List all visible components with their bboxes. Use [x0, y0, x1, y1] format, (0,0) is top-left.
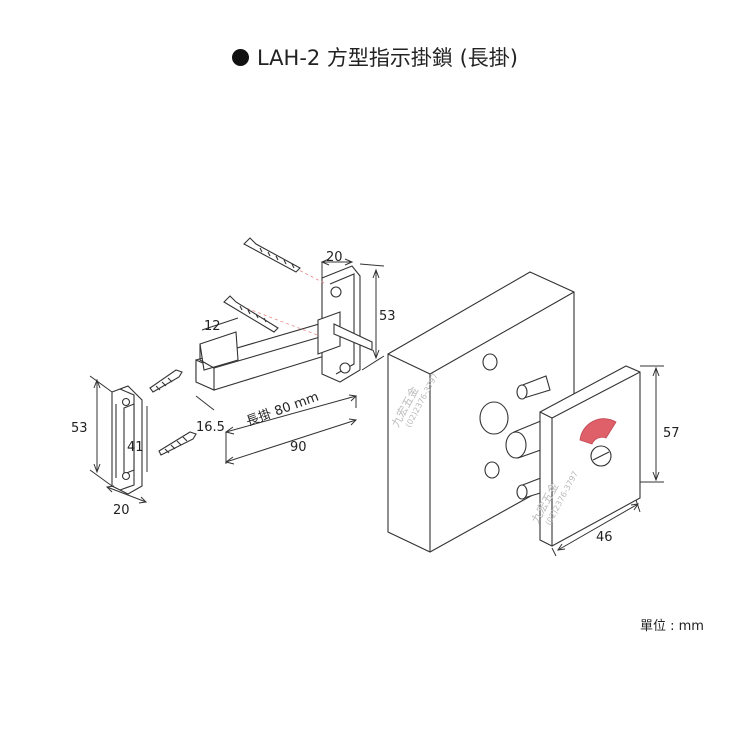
lock-body: [387, 271, 575, 553]
strike-dimensions: 53 41 20: [71, 375, 148, 518]
page-title: LAH-2 方型指示掛鎖 (長掛): [0, 42, 750, 72]
dim-hook-thickness: 16.5: [196, 420, 225, 435]
dim-hook-top-width: 20: [326, 250, 343, 265]
dim-strike-width: 20: [113, 503, 130, 518]
title-text: LAH-2 方型指示掛鎖 (長掛): [256, 46, 518, 70]
dim-strike-inner: 41: [127, 440, 144, 455]
dim-hook-length: 長掛 80 mm: [244, 390, 321, 430]
strike-screws: [149, 369, 197, 456]
dim-indicator-height: 57: [663, 426, 680, 441]
hook-screws: [223, 237, 301, 333]
indicator-dimensions: 57 46: [551, 365, 680, 557]
bullet-icon: [231, 49, 249, 66]
strike-plate: [111, 385, 143, 495]
dim-strike-height: 53: [71, 421, 88, 436]
indicator-plate: [539, 365, 641, 547]
dim-hook-depth: 12: [204, 319, 221, 334]
hook-bar: [195, 245, 373, 391]
dim-hook-height: 53: [379, 309, 396, 324]
unit-label: 單位 : mm: [640, 619, 704, 634]
dim-indicator-width: 46: [596, 530, 613, 545]
dim-hook-total: 90: [290, 440, 307, 455]
indicator-window: [579, 418, 617, 445]
